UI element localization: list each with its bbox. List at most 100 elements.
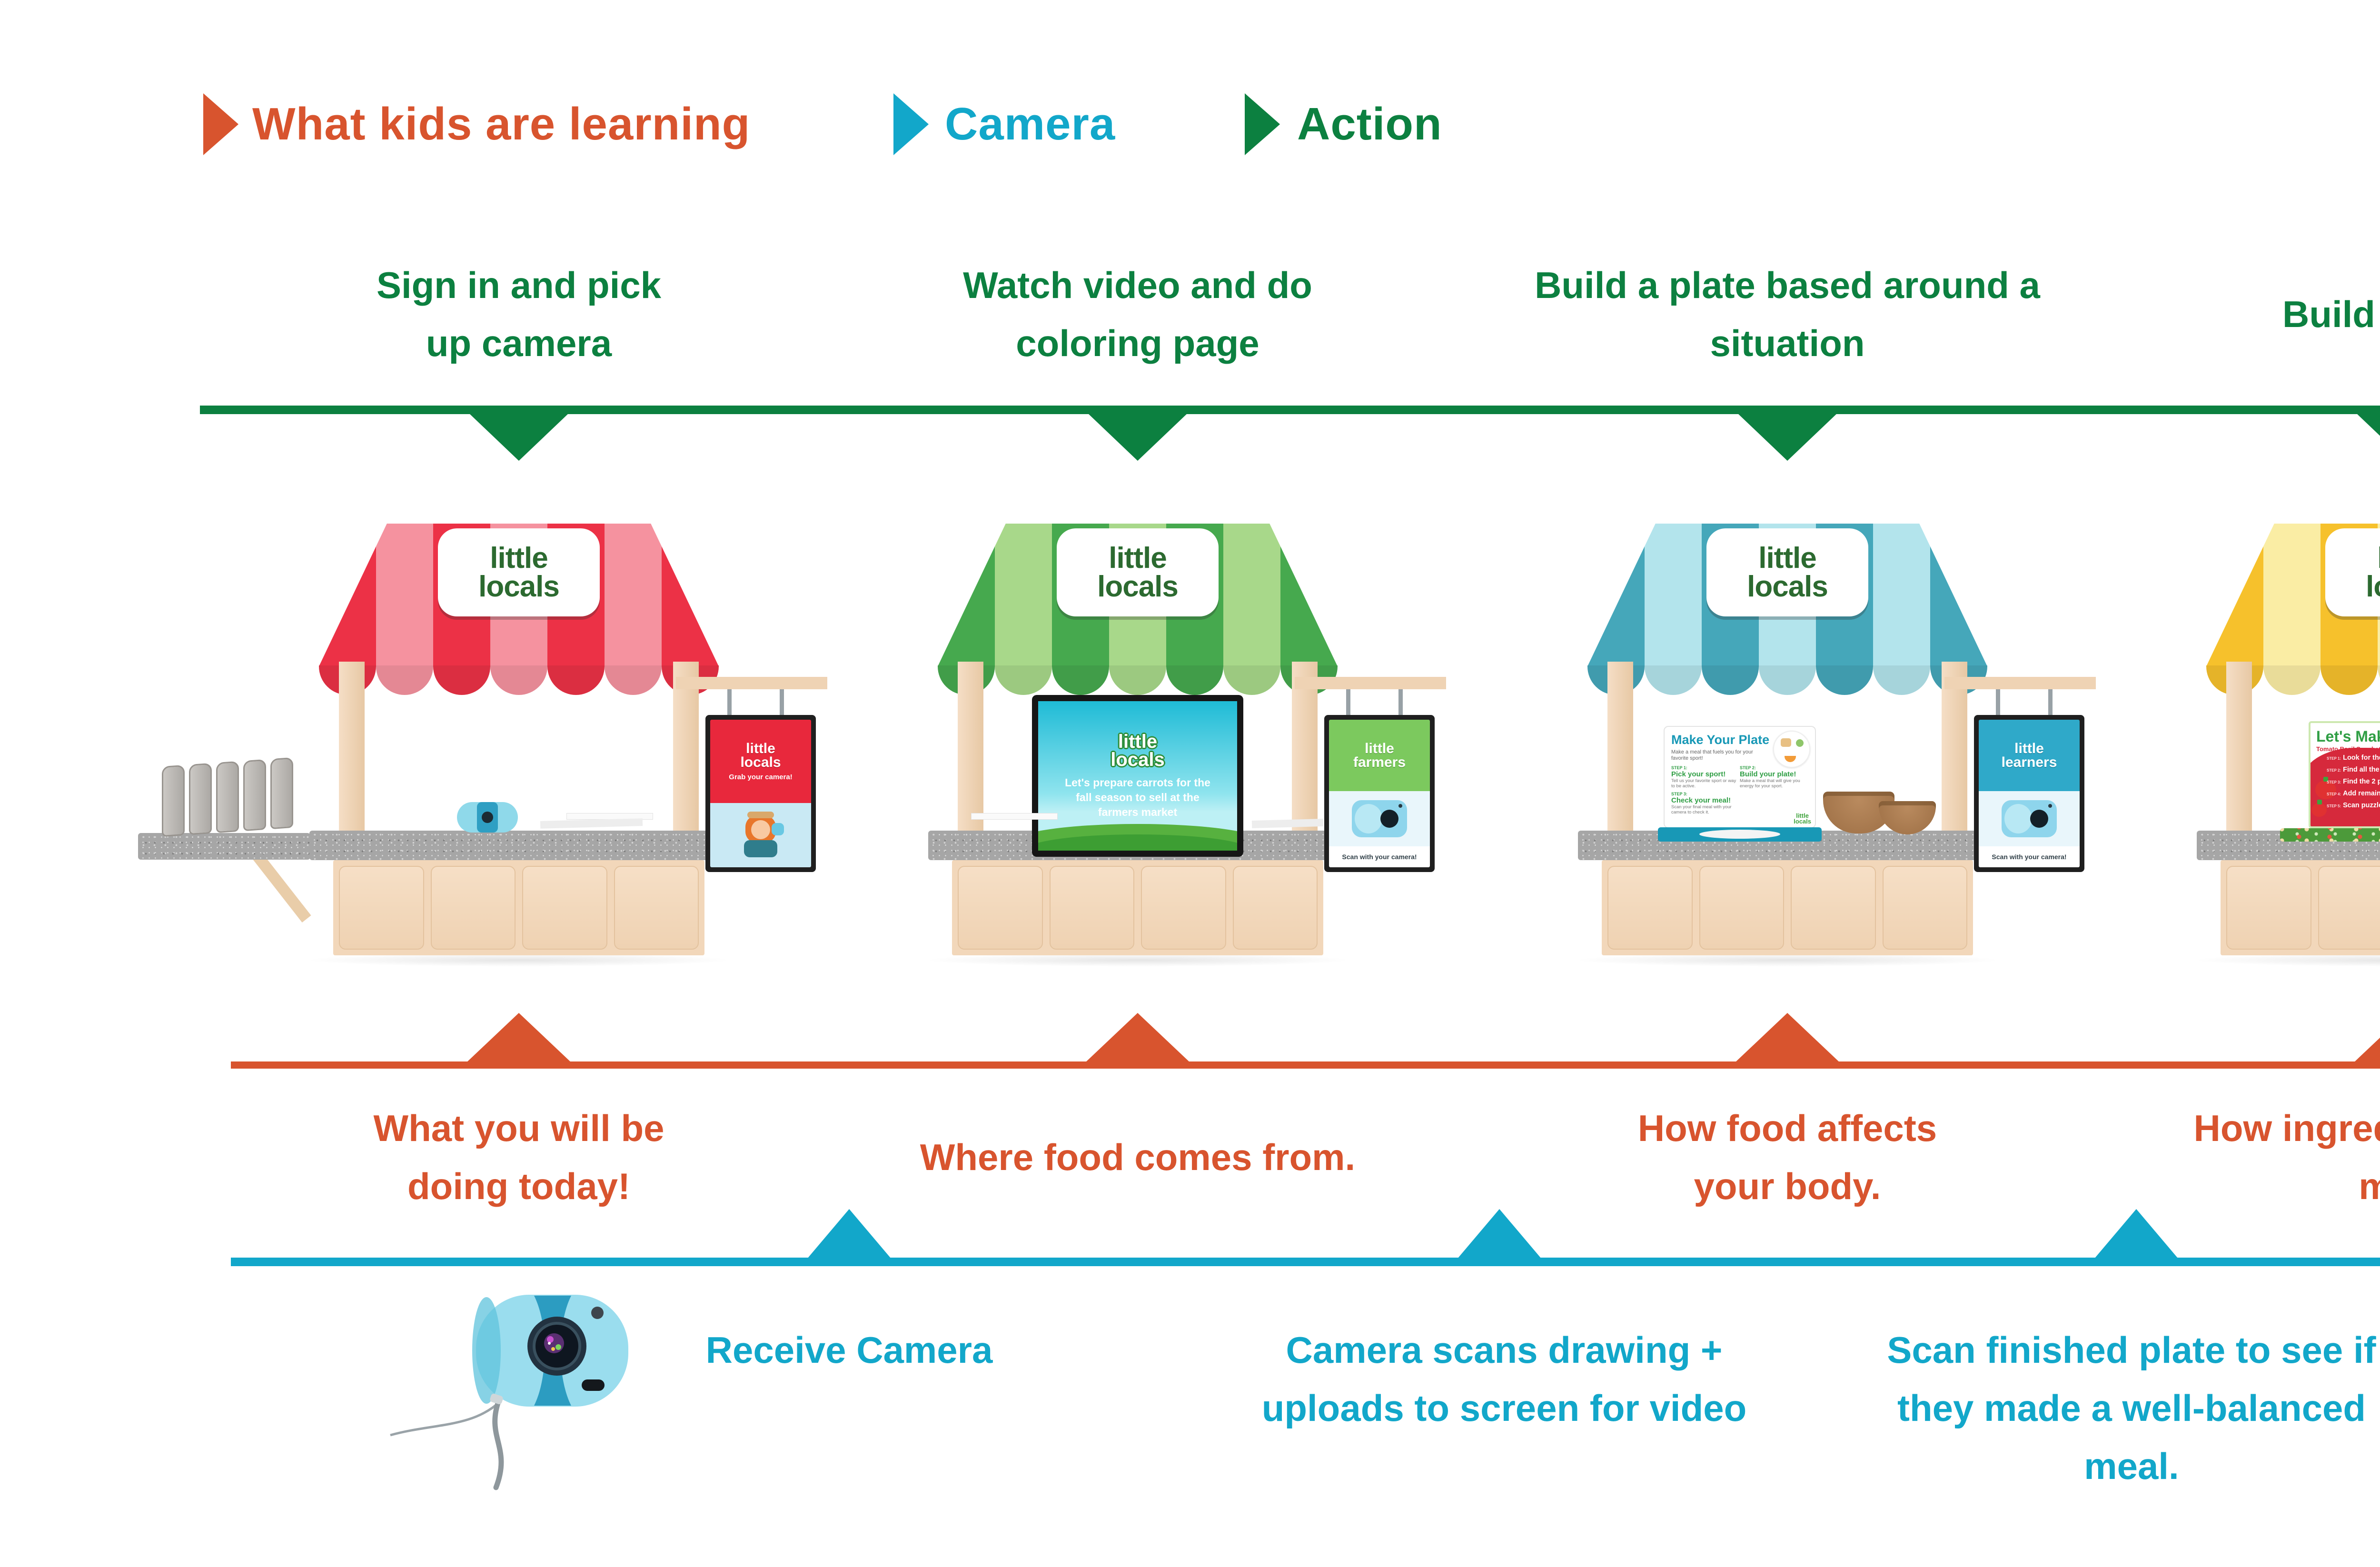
- action-label-2: Watch video and do coloring page: [963, 264, 1312, 364]
- paper-sheet: [540, 818, 643, 829]
- sign-poster-camera: [1979, 791, 2080, 846]
- board-step-2: STEP 2: Build your plate! Make a meal th…: [1740, 765, 1800, 789]
- stall-post-left: [2226, 662, 2252, 839]
- sign-rod: [727, 689, 732, 717]
- learning-label-3: How food affects your body.: [1637, 1107, 1937, 1207]
- learning-marker-3-icon: [1735, 1013, 1840, 1062]
- stall-shadow: [1573, 953, 2002, 967]
- plate-illustration: [1773, 731, 1810, 768]
- brand-logo-badge: little locals: [2325, 528, 2380, 616]
- puzzle-mat: [2280, 828, 2380, 842]
- camera-marker-2-icon: [1458, 1209, 1541, 1259]
- legend-arrow-camera-icon: [893, 93, 929, 155]
- sign-bracket-arm: [1944, 677, 2096, 689]
- brand-line1: little: [1109, 541, 1167, 575]
- learning-label-1: What you will be doing today!: [373, 1107, 664, 1207]
- plate-stack: [162, 757, 300, 838]
- legend-label-camera: Camera: [945, 99, 1116, 149]
- stall-shadow: [923, 953, 1352, 967]
- toy-camera-icon: [772, 823, 784, 835]
- learning-label-2: Where food comes from.: [920, 1136, 1356, 1178]
- learning-marker-1-icon: [466, 1013, 571, 1062]
- board-subtitle: Make a meal that fuels you for your favo…: [1671, 749, 1753, 761]
- board-base: [1658, 827, 1822, 842]
- sign-rod: [2048, 689, 2053, 717]
- action-marker-1-icon: [469, 413, 569, 461]
- poster-subtitle: Tomato Basil Spaghetti Pasta: [2316, 745, 2380, 753]
- tomato-icon: [2311, 800, 2327, 817]
- awning-scallops: [938, 665, 1338, 695]
- camera-track-line: [231, 1258, 2380, 1266]
- shelf-strut: [252, 852, 311, 922]
- poster-step-3: STEP 3:Find the 2 pieces with noodles: [2327, 778, 2380, 785]
- sign-rod: [1398, 689, 1403, 717]
- stall-shadow: [2192, 953, 2380, 967]
- brand-line2: locals: [478, 570, 560, 603]
- poster-step-5: STEP 5:Scan puzzle with camera: [2327, 802, 2380, 809]
- sign-rod: [1346, 689, 1350, 717]
- legend-label-learning: What kids are learning: [252, 99, 751, 149]
- action-marker-4-icon: [2356, 413, 2380, 461]
- sign-poster-girl: [710, 803, 811, 867]
- stall-base-panels: [952, 860, 1323, 955]
- brand-line2: locals: [1097, 570, 1179, 603]
- learning-track-line: [231, 1061, 2380, 1069]
- camera-on-counter: [457, 802, 518, 833]
- awning-scallops: [319, 665, 719, 695]
- sign-tagline: Scan with your camera!: [1329, 846, 1430, 867]
- brand-logo-badge: little locals: [438, 528, 600, 616]
- stall-shadow: [305, 953, 733, 967]
- camera-marker-3-icon: [2094, 1209, 2178, 1259]
- legend-label-action: Action: [1297, 99, 1442, 149]
- sign-rod: [1996, 689, 2000, 717]
- action-track-line: [200, 406, 2380, 414]
- camera-icon: [1352, 800, 1407, 837]
- wicker-basket: [1879, 801, 1936, 834]
- brand-logo-badge: little locals: [1706, 528, 1868, 616]
- tv-message: Let's prepare carrots for the fall seaso…: [1065, 776, 1210, 818]
- stall-post-right: [1292, 662, 1318, 839]
- sign-rod: [780, 689, 784, 717]
- lets-make-poster: Let's Make Tomato Basil Spaghetti Pasta …: [2309, 721, 2380, 828]
- make-your-plate-board: Make Your Plate Make a meal that fuels y…: [1664, 726, 1816, 828]
- brand-line1: little: [490, 541, 548, 575]
- brand-line1: little: [1758, 541, 1816, 575]
- camera-marker-1-icon: [807, 1209, 891, 1259]
- sign-tagline: Grab your camera!: [729, 773, 793, 781]
- sign-poster-camera: [1329, 791, 1430, 846]
- board-step-1: STEP 1: Pick your sport! Tell us your fa…: [1671, 765, 1736, 789]
- girl-illustration: [734, 811, 787, 860]
- legend-arrow-action-icon: [1245, 93, 1280, 155]
- action-label-3: Build a plate based around a situation: [1535, 264, 2040, 364]
- stall-base-panels: [333, 860, 704, 955]
- side-shelf: [138, 833, 310, 860]
- poster-step-2: STEP 2:Find all the red tomatoes: [2327, 766, 2380, 774]
- action-label-4: Build a puzzle: [2282, 293, 2380, 335]
- board-step-3: STEP 3: Check your meal! Scan your final…: [1671, 792, 1732, 815]
- learning-marker-4-icon: [2354, 1013, 2380, 1062]
- brand-logo-badge: little locals: [1057, 528, 1219, 616]
- poster-step-1: STEP 1:Look for the 4 corners: [2327, 754, 2380, 762]
- poster-title: Let's Make: [2316, 728, 2380, 745]
- camera-icon: [2002, 800, 2057, 837]
- tomato-icon: [2315, 777, 2336, 799]
- camera-label-2: Camera scans drawing + uploads to screen…: [1261, 1329, 1747, 1429]
- stall-base-panels: [1602, 860, 1973, 955]
- sign-bracket-arm: [1295, 677, 1446, 689]
- stall-counter: [309, 831, 728, 860]
- stall-base-panels: [2221, 860, 2380, 955]
- stall-post-right: [1942, 662, 1967, 839]
